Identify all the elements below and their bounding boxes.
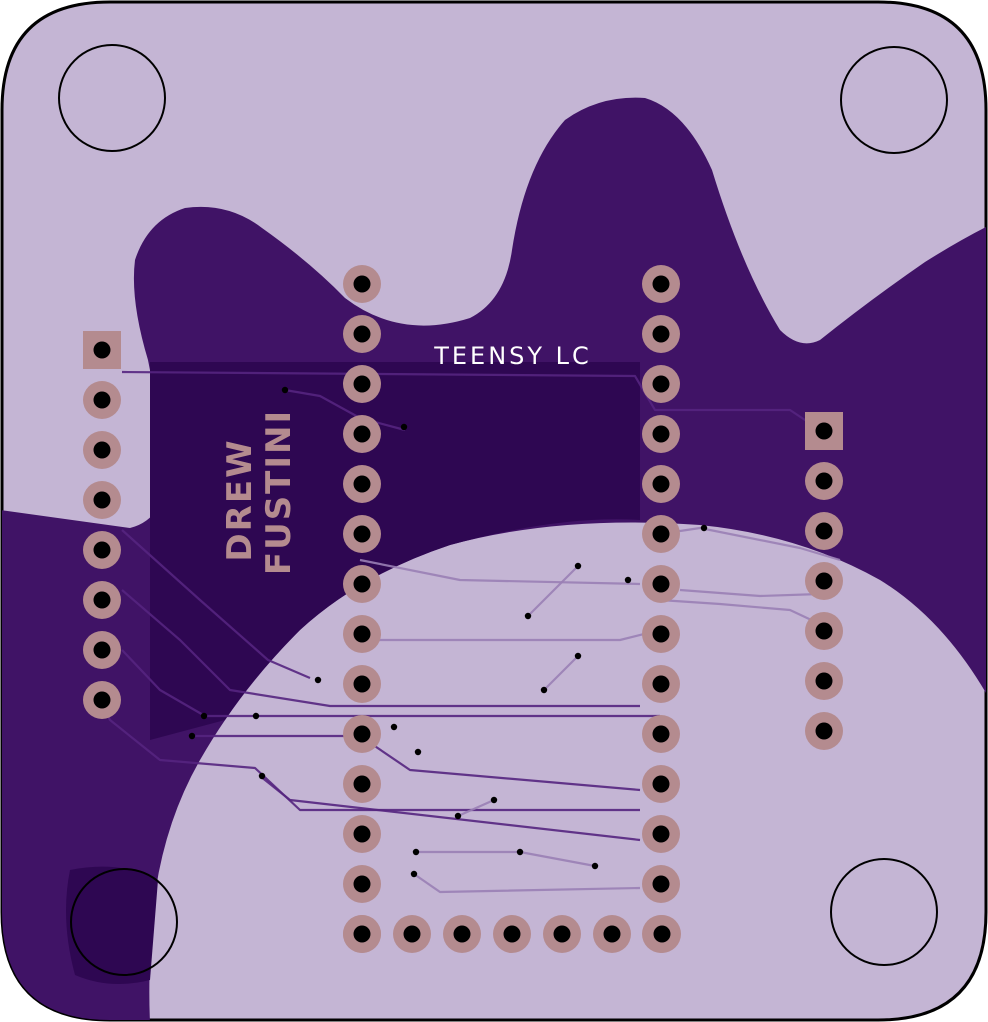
header-pads	[83, 265, 843, 953]
copper-trace	[659, 598, 823, 626]
header-pad	[343, 265, 381, 303]
header-pad	[343, 715, 381, 753]
header-pad	[643, 915, 681, 953]
copper-trace	[121, 370, 821, 431]
header-pad	[805, 512, 843, 550]
header-pad	[83, 531, 121, 569]
via	[252, 712, 260, 720]
header-pad	[343, 615, 381, 653]
mounting-hole	[70, 868, 178, 976]
header-pad	[343, 915, 381, 953]
header-pad	[642, 415, 680, 453]
gear-copper-pour	[2, 97, 986, 1020]
header-pad	[593, 915, 631, 953]
inner-ground-pour	[150, 362, 640, 740]
header-pad	[805, 562, 843, 600]
copper-trace	[259, 775, 641, 842]
header-pad	[805, 662, 843, 700]
header-pin-1-pad	[83, 331, 121, 369]
via	[188, 732, 196, 740]
via	[412, 848, 420, 856]
mounting-hole	[830, 858, 938, 966]
via	[574, 562, 582, 570]
via	[700, 524, 708, 532]
header-pad	[805, 612, 843, 650]
header-pad	[83, 431, 121, 469]
copper-trace	[121, 529, 311, 680]
header-pad	[642, 715, 680, 753]
header-pad	[642, 565, 680, 603]
header-pad	[343, 815, 381, 853]
copper-trace	[527, 565, 579, 617]
header-pad	[642, 615, 680, 653]
header-pad	[343, 315, 381, 353]
via	[540, 686, 548, 694]
header-pad	[83, 631, 121, 669]
via	[574, 652, 582, 660]
header-pad	[393, 915, 431, 953]
header-pad	[642, 315, 680, 353]
via	[200, 712, 208, 720]
header-pad	[343, 365, 381, 403]
via	[390, 723, 398, 731]
mounting-hole	[58, 44, 166, 152]
copper-trace	[284, 388, 406, 432]
via	[524, 612, 532, 620]
via	[400, 423, 408, 431]
header-pad	[343, 765, 381, 803]
header-pad	[83, 481, 121, 519]
via	[624, 576, 632, 584]
copper-trace	[679, 588, 821, 598]
header-pad	[83, 581, 121, 619]
via	[490, 796, 498, 804]
header-pad	[543, 915, 581, 953]
header-pad	[343, 415, 381, 453]
header-pad	[343, 565, 381, 603]
copper-trace	[543, 655, 579, 691]
copper-trace	[121, 649, 660, 718]
header-pad	[343, 665, 381, 703]
via	[454, 812, 462, 820]
vias	[188, 386, 708, 878]
header-pad	[83, 381, 121, 419]
header-pad	[343, 465, 381, 503]
header-pad	[642, 465, 680, 503]
header-pad	[642, 665, 680, 703]
header-pad	[642, 815, 680, 853]
header-pad	[642, 515, 680, 553]
header-pad	[343, 865, 381, 903]
copper-trace	[457, 798, 495, 818]
silkscreen-author-last-name: FUSTINI	[259, 409, 299, 575]
via	[516, 848, 524, 856]
header-pad	[493, 915, 531, 953]
mounting-holes	[58, 44, 948, 976]
copper-trace	[121, 589, 640, 708]
corner-ground-pour	[66, 866, 158, 984]
via	[281, 386, 289, 394]
header-pad	[805, 712, 843, 750]
via	[258, 772, 266, 780]
via	[410, 870, 418, 878]
header-pad	[642, 265, 680, 303]
via	[591, 862, 599, 870]
header-pad	[805, 462, 843, 500]
header-pad	[443, 915, 481, 953]
mounting-hole	[840, 46, 948, 154]
silkscreen-teensy-label: TEENSY LC	[433, 342, 592, 370]
copper-trace	[359, 558, 641, 586]
header-pad	[642, 365, 680, 403]
header-pad	[642, 765, 680, 803]
header-pad	[343, 515, 381, 553]
header-pad	[642, 865, 680, 903]
copper-trace	[659, 526, 841, 562]
header-pad	[83, 681, 121, 719]
copper-trace	[413, 873, 641, 894]
silkscreen-author-first-name: DREW	[220, 438, 260, 561]
copper-trace	[192, 734, 641, 792]
via	[314, 676, 322, 684]
via	[414, 748, 422, 756]
header-pin-1-pad	[805, 412, 843, 450]
